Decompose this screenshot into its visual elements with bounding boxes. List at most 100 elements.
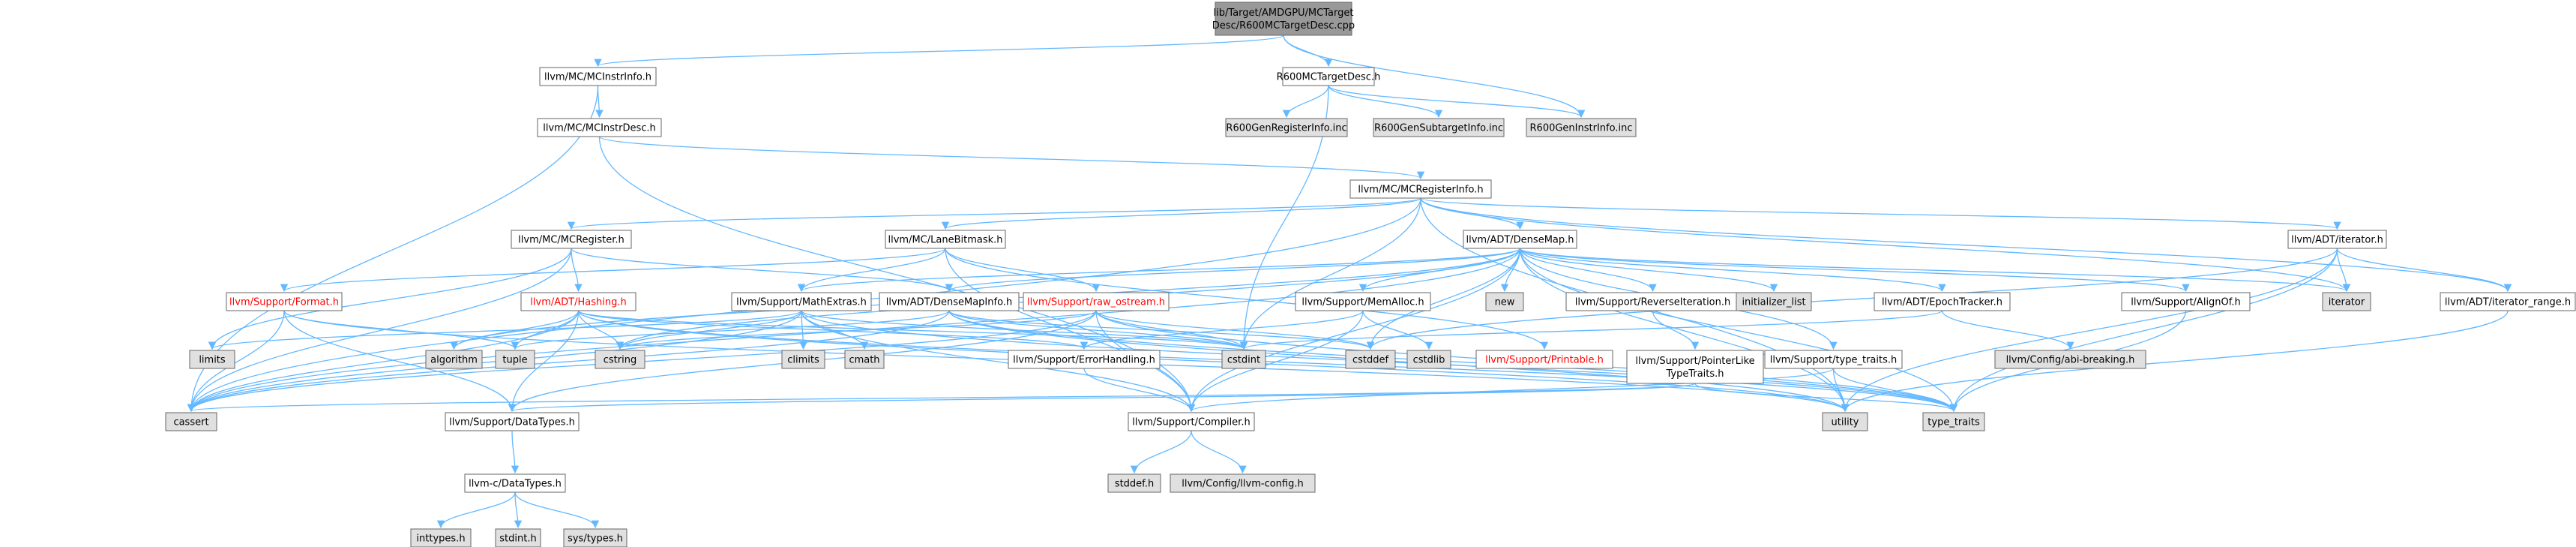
- node-box-epochtracker: [1874, 292, 2011, 311]
- node-errorhandling[interactable]: llvm/Support/ErrorHandling.h: [1008, 350, 1161, 369]
- node-mcregister[interactable]: llvm/MC/MCRegister.h: [511, 230, 632, 249]
- node-box-new: [1485, 292, 1524, 311]
- node-label-epochtracker: llvm/ADT/EpochTracker.h: [1882, 297, 2002, 308]
- node-memalloc[interactable]: llvm/Support/MemAlloc.h: [1295, 292, 1431, 311]
- node-label-limits: limits: [199, 355, 226, 366]
- node-densemapinfo[interactable]: llvm/ADT/DenseMapInfo.h: [879, 292, 1020, 311]
- node-box-cstdint: [1221, 350, 1266, 369]
- node-label-reverseiter: llvm/Support/ReverseIteration.h: [1575, 297, 1731, 308]
- node-r600mctd[interactable]: R600MCTargetDesc.h: [1277, 67, 1381, 86]
- node-cstring: cstring: [595, 350, 645, 369]
- edge-typetraitsh-to-utility: [1832, 368, 1850, 413]
- edge-densemap-to-densemapinfo: [945, 248, 1521, 293]
- node-box-mcreginfo: [1349, 179, 1492, 199]
- node-stdint: stdint.h: [495, 528, 541, 547]
- node-typetraitsh[interactable]: llvm/Support/type_traits.h: [1764, 350, 1903, 369]
- edge-hashing-to-datatypes: [508, 310, 580, 413]
- node-box-cassert: [165, 412, 217, 431]
- edge-mcregister-to-limits: [208, 248, 572, 350]
- node-hashing[interactable]: llvm/ADT/Hashing.h: [520, 292, 637, 311]
- node-label-new: new: [1495, 297, 1515, 308]
- edge-mathextras-to-limits: [208, 310, 802, 350]
- node-printable[interactable]: llvm/Support/Printable.h: [1475, 350, 1613, 369]
- edge-lanebitmask-to-format: [280, 248, 946, 293]
- node-mcinstrdesc[interactable]: llvm/MC/MCInstrDesc.h: [537, 118, 662, 137]
- node-label-cmath: cmath: [849, 355, 879, 366]
- edge-densemap-to-iterator: [1519, 248, 2350, 293]
- node-iterator: iterator: [2322, 292, 2371, 311]
- node-utility: utility: [1822, 412, 1868, 431]
- node-mcreginfo[interactable]: llvm/MC/MCRegisterInfo.h: [1349, 179, 1492, 199]
- node-label-iterrange: llvm/ADT/iterator_range.h: [2445, 297, 2571, 308]
- node-format[interactable]: llvm/Support/Format.h: [226, 292, 343, 311]
- edge-densemapinfo-to-tuple: [511, 310, 950, 350]
- node-box-initlist: [1736, 292, 1812, 311]
- node-label-root-line2: Desc/R600MCTargetDesc.cpp: [1212, 20, 1355, 32]
- node-box-cmath: [844, 350, 885, 369]
- node-alignof[interactable]: llvm/Support/AlignOf.h: [2121, 292, 2251, 311]
- node-type_traits: type_traits: [1922, 412, 1985, 431]
- node-mcinstrinfo[interactable]: llvm/MC/MCInstrInfo.h: [539, 67, 657, 86]
- edge-densemapinfo-to-utility: [948, 310, 1850, 413]
- node-label-mathextras: llvm/Support/MathExtras.h: [736, 297, 867, 308]
- node-box-cstddef: [1345, 350, 1396, 369]
- edge-hashing-to-type_traits: [577, 310, 1957, 413]
- node-box-abibreaking: [1994, 350, 2146, 369]
- node-box-mcinstrinfo: [539, 67, 657, 86]
- edge-densemapinfo-to-cstdint: [948, 310, 1248, 350]
- edge-pointerlike-to-type_traits: [1694, 383, 1958, 413]
- node-label-rawostream: llvm/Support/raw_ostream.h: [1027, 297, 1165, 308]
- node-cstddef: cstddef: [1345, 350, 1396, 369]
- edge-iteratorh-to-utility: [1841, 248, 2338, 413]
- edge-datatypes-to-cdatatypes: [511, 430, 520, 474]
- node-cstdlib: cstdlib: [1406, 350, 1451, 369]
- node-label-initlist: initializer_list: [1742, 297, 1805, 308]
- node-box-root: [1215, 2, 1352, 36]
- node-label-abibreaking: llvm/Config/abi-breaking.h: [2006, 355, 2135, 366]
- edge-densemap-to-new: [1500, 248, 1521, 293]
- node-root: lib/Target/AMDGPU/MCTargetDesc/R600MCTar…: [1212, 2, 1355, 36]
- node-box-typetraitsh: [1764, 350, 1903, 369]
- node-iteratorh[interactable]: llvm/ADT/iterator.h: [2287, 230, 2387, 249]
- node-cdatatypes[interactable]: llvm-c/DataTypes.h: [464, 473, 566, 493]
- edge-densemap-to-compiler: [1187, 248, 1521, 413]
- node-rawostream[interactable]: llvm/Support/raw_ostream.h: [1023, 292, 1170, 311]
- node-label-r600reg: R600GenRegisterInfo.inc: [1226, 123, 1346, 134]
- edge-densemapinfo-to-type_traits: [948, 310, 1957, 413]
- edge-errorhandling-to-compiler: [1083, 368, 1196, 413]
- node-box-lanebitmask: [885, 230, 1006, 249]
- node-initlist: initializer_list: [1736, 292, 1812, 311]
- node-r600sub: R600GenSubtargetInfo.inc: [1373, 118, 1505, 137]
- node-datatypes[interactable]: llvm/Support/DataTypes.h: [445, 412, 580, 431]
- node-compiler[interactable]: llvm/Support/Compiler.h: [1128, 412, 1255, 431]
- node-label-mcinstrdesc: llvm/MC/MCInstrDesc.h: [543, 123, 656, 134]
- edge-epochtracker-to-cstdint: [1240, 310, 1943, 350]
- node-reverseiter[interactable]: llvm/Support/ReverseIteration.h: [1565, 292, 1740, 311]
- edge-format-to-tuple: [283, 310, 520, 350]
- edge-pointerlike-to-datatypes: [508, 383, 1696, 413]
- node-box-r600reg: [1225, 118, 1348, 137]
- node-lanebitmask[interactable]: llvm/MC/LaneBitmask.h: [885, 230, 1006, 249]
- node-box-rawostream: [1023, 292, 1170, 311]
- node-epochtracker[interactable]: llvm/ADT/EpochTracker.h: [1874, 292, 2011, 311]
- node-new: new: [1485, 292, 1524, 311]
- node-box-mcinstrdesc: [537, 118, 662, 137]
- node-iterrange[interactable]: llvm/ADT/iterator_range.h: [2440, 292, 2576, 311]
- node-label-algorithm: algorithm: [430, 355, 478, 366]
- node-box-r600instr: [1526, 118, 1637, 137]
- node-box-cdatatypes: [464, 473, 566, 493]
- node-mathextras[interactable]: llvm/Support/MathExtras.h: [731, 292, 872, 311]
- node-box-alignof: [2121, 292, 2251, 311]
- edge-hashing-to-cstdint: [577, 310, 1248, 350]
- edge-pointerlike-to-cassert: [187, 383, 1696, 413]
- edge-cdatatypes-to-systypes: [514, 491, 600, 529]
- node-densemap[interactable]: llvm/ADT/DenseMap.h: [1463, 230, 1577, 249]
- node-label-datatypes: llvm/Support/DataTypes.h: [449, 417, 575, 428]
- node-label-cassert: cassert: [173, 417, 208, 428]
- node-label-printable: llvm/Support/Printable.h: [1485, 355, 1604, 366]
- edge-hashing-to-errorhandling: [577, 310, 1088, 350]
- edge-densemapinfo-to-cstddef: [948, 310, 1374, 350]
- edge-iteratorh-to-type_traits: [1949, 248, 2338, 413]
